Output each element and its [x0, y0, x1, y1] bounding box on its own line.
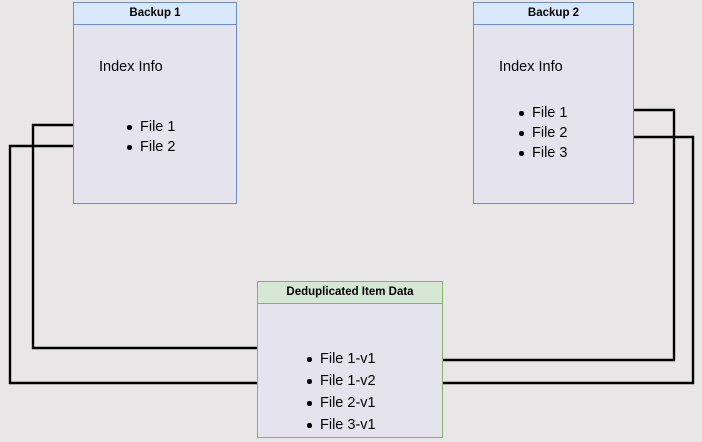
backup-1-file-list: File 1 File 2: [126, 117, 175, 157]
list-item: File 2-v1: [306, 392, 376, 414]
list-item: File 1-v2: [306, 370, 376, 392]
backup-1-index-info-label: Index Info: [99, 59, 163, 75]
list-item: File 3: [518, 143, 567, 163]
node-dedup-body: File 1-v1 File 1-v2 File 2-v1 File 3-v1: [258, 304, 442, 437]
node-backup-1-title: Backup 1: [74, 3, 236, 25]
list-item: File 3-v1: [306, 414, 376, 436]
backup-2-index-info-label: Index Info: [499, 59, 563, 75]
node-backup-2[interactable]: Backup 2 Index Info File 1 File 2 File 3: [473, 2, 634, 204]
list-item: File 2: [126, 137, 175, 157]
list-item: File 1: [126, 117, 175, 137]
list-item: File 1-v1: [306, 348, 376, 370]
node-dedup-title: Deduplicated Item Data: [258, 282, 442, 304]
node-deduplicated-item-data[interactable]: Deduplicated Item Data File 1-v1 File 1-…: [257, 281, 443, 438]
node-backup-1[interactable]: Backup 1 Index Info File 1 File 2: [73, 2, 237, 204]
node-backup-2-body: Index Info File 1 File 2 File 3: [474, 25, 633, 203]
list-item: File 1: [518, 103, 567, 123]
dedup-file-list: File 1-v1 File 1-v2 File 2-v1 File 3-v1: [306, 348, 376, 436]
list-item: File 2: [518, 123, 567, 143]
node-backup-1-body: Index Info File 1 File 2: [74, 25, 236, 203]
node-backup-2-title: Backup 2: [474, 3, 633, 25]
backup-2-file-list: File 1 File 2 File 3: [518, 103, 567, 163]
